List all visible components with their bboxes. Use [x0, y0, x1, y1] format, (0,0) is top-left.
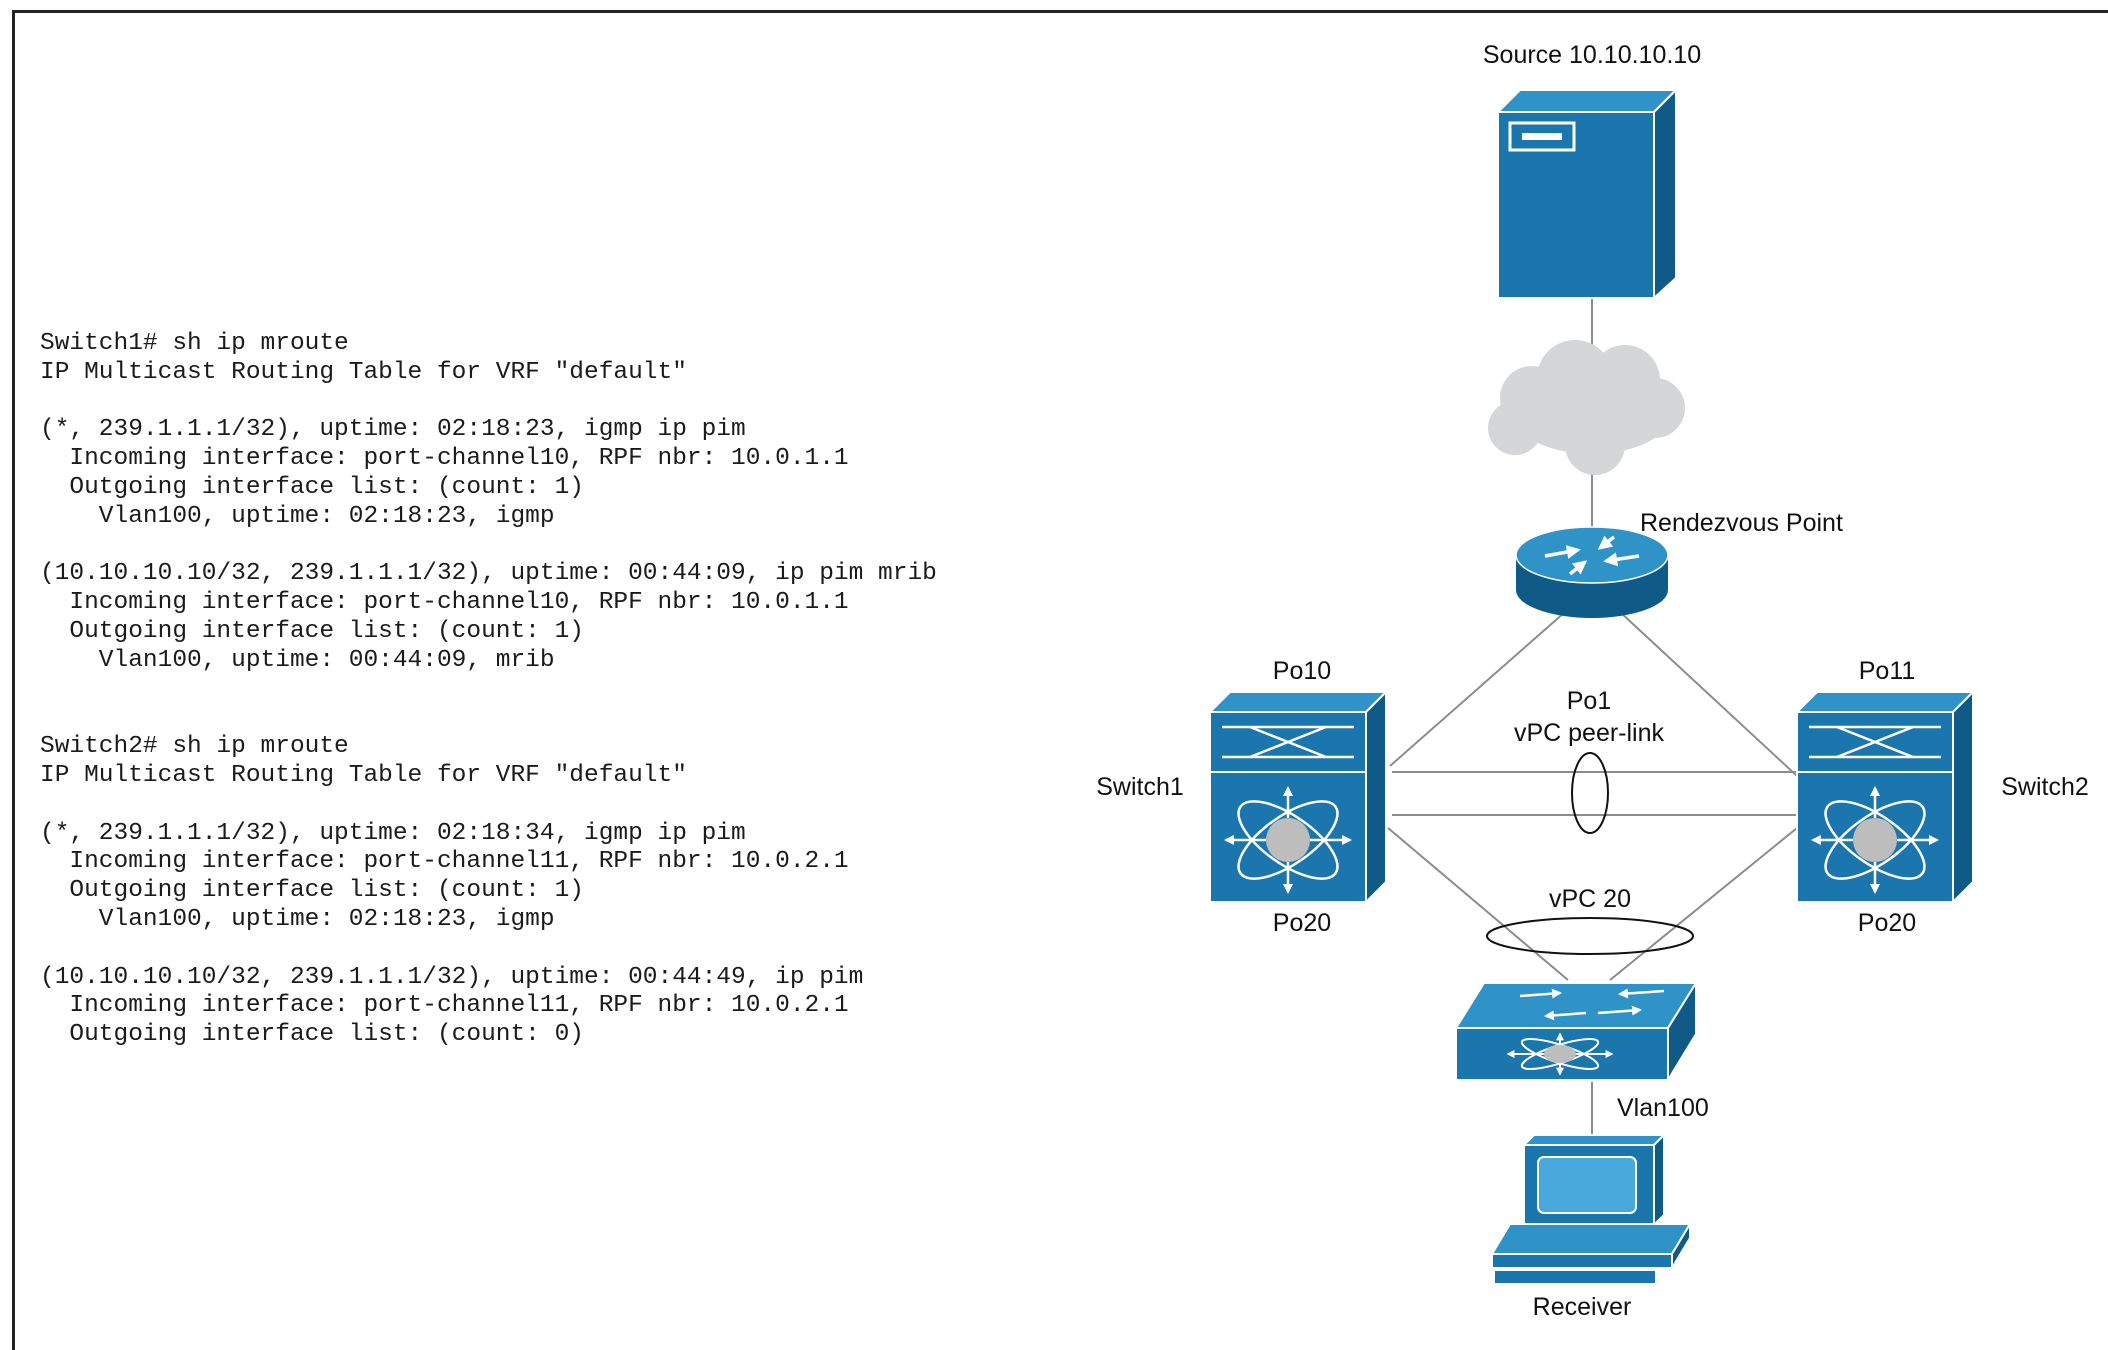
- cli-line: IP Multicast Routing Table for VRF "defa…: [40, 358, 687, 386]
- vpc20-bundle-ellipse: [1486, 917, 1694, 955]
- source-label: Source 10.10.10.10: [1483, 41, 1701, 69]
- receiver-label: Receiver: [1533, 1293, 1632, 1321]
- workstation-icon: [1490, 1132, 1692, 1285]
- cli-line: Vlan100, uptime: 02:18:23, igmp: [40, 502, 555, 530]
- link-switch1-access: [1387, 827, 1569, 981]
- peer-link-bundle-ellipse: [1571, 752, 1609, 834]
- server-icon: [1495, 87, 1679, 301]
- link-switch2-access: [1609, 827, 1798, 981]
- cli-line: Vlan100, uptime: 00:44:09, mrib: [40, 646, 555, 674]
- cli-line: (*, 239.1.1.1/32), uptime: 02:18:23, igm…: [40, 416, 746, 444]
- cli-line: Incoming interface: port-channel11, RPF …: [40, 848, 849, 876]
- cli-line: Vlan100, uptime: 02:18:23, igmp: [40, 905, 555, 933]
- cli-line: Outgoing interface list: (count: 1): [40, 617, 584, 645]
- cli-line: (10.10.10.10/32, 239.1.1.1/32), uptime: …: [40, 963, 864, 991]
- peer-link-label-po1: Po1: [1567, 687, 1611, 715]
- cli-line: IP Multicast Routing Table for VRF "defa…: [40, 761, 687, 789]
- rp-label: Rendezvous Point: [1640, 509, 1843, 537]
- cli-line: Incoming interface: port-channel10, RPF …: [40, 589, 849, 617]
- cli-line: (10.10.10.10/32, 239.1.1.1/32), uptime: …: [40, 560, 937, 588]
- figure-border: [12, 10, 2108, 1350]
- cli-line: Outgoing interface list: (count: 1): [40, 473, 584, 501]
- switch2-icon: [1794, 689, 1976, 905]
- switch2-uplink-label: Po11: [1859, 657, 1916, 685]
- vpc20-label: vPC 20: [1549, 885, 1631, 913]
- cli-line: Incoming interface: port-channel11, RPF …: [40, 992, 849, 1020]
- link-rp-switch1: [1389, 611, 1566, 767]
- cli-line: Switch2# sh ip mroute: [40, 733, 349, 761]
- switch1-icon: [1207, 689, 1389, 905]
- cloud-icon: [1488, 340, 1685, 475]
- access-switch-icon: [1454, 979, 1698, 1084]
- link-rp-switch2: [1619, 611, 1798, 777]
- cli-line: Outgoing interface list: (count: 1): [40, 877, 584, 905]
- switch1-label: Switch1: [1096, 773, 1184, 801]
- cli-line: Outgoing interface list: (count: 0): [40, 1021, 584, 1049]
- cli-line: (*, 239.1.1.1/32), uptime: 02:18:34, igm…: [40, 819, 746, 847]
- switch2-label: Switch2: [2001, 773, 2089, 801]
- peer-link-label: vPC peer-link: [1514, 719, 1665, 747]
- links: [1387, 298, 1798, 1140]
- cli-line: Incoming interface: port-channel10, RPF …: [40, 445, 849, 473]
- switch1-downlink-label: Po20: [1273, 909, 1331, 937]
- cli-line: Switch1# sh ip mroute: [40, 330, 349, 357]
- switch1-uplink-label: Po10: [1273, 657, 1331, 685]
- vlan100-label: Vlan100: [1617, 1094, 1709, 1122]
- switch2-downlink-label: Po20: [1858, 909, 1916, 937]
- router-icon: [1515, 526, 1669, 618]
